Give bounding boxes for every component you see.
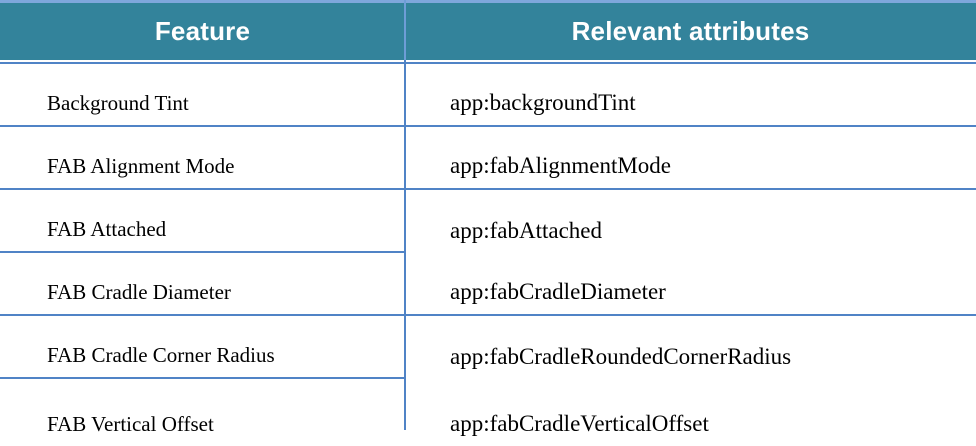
feature-cell: FAB Cradle Corner Radius <box>0 316 405 379</box>
table-header-row: Feature Relevant attributes <box>0 0 976 60</box>
header-attributes-label: Relevant attributes <box>571 16 810 46</box>
feature-cell: FAB Attached <box>0 190 405 253</box>
header-cell-feature: Feature <box>0 3 405 60</box>
table-row: FAB Alignment Mode app:fabAlignmentMode <box>0 127 976 190</box>
attribute-cell: app:fabCradleVerticalOffset <box>405 379 976 446</box>
attribute-cell: app:fabAttached <box>405 190 976 253</box>
feature-text: Background Tint <box>47 91 189 115</box>
feature-cell: FAB Alignment Mode <box>0 127 405 190</box>
header-bottom-rule <box>0 62 976 64</box>
attribute-cell: app:fabCradleRoundedCornerRadius <box>405 316 976 379</box>
attribute-text: app:fabAlignmentMode <box>450 153 672 178</box>
feature-cell: FAB Vertical Offset <box>0 379 405 446</box>
attribute-cell: app:fabCradleDiameter <box>405 253 976 316</box>
feature-text: FAB Alignment Mode <box>47 154 235 178</box>
feature-text: FAB Vertical Offset <box>47 412 214 436</box>
attribute-text: app:fabCradleRoundedCornerRadius <box>450 344 792 369</box>
table-row: FAB Attached app:fabAttached <box>0 190 976 253</box>
feature-text: FAB Cradle Corner Radius <box>47 343 275 367</box>
table-row: FAB Cradle Corner Radius app:fabCradleRo… <box>0 316 976 379</box>
header-cell-attributes: Relevant attributes <box>405 3 976 60</box>
attribute-text: app:fabCradleDiameter <box>450 279 666 304</box>
column-divider-header-segment <box>404 0 406 60</box>
feature-cell: FAB Cradle Diameter <box>0 253 405 316</box>
header-feature-label: Feature <box>154 16 251 46</box>
table-row: FAB Cradle Diameter app:fabCradleDiamete… <box>0 253 976 316</box>
attribute-cell: app:fabAlignmentMode <box>405 127 976 190</box>
attribute-cell: app:backgroundTint <box>405 64 976 127</box>
feature-cell: Background Tint <box>0 64 405 127</box>
attribute-text: app:fabCradleVerticalOffset <box>450 411 709 436</box>
feature-text: FAB Cradle Diameter <box>47 280 231 304</box>
table-row: FAB Vertical Offset app:fabCradleVertica… <box>0 379 976 446</box>
column-divider-body-segment <box>404 60 406 430</box>
attribute-text: app:backgroundTint <box>450 90 636 115</box>
attribute-text: app:fabAttached <box>450 218 602 243</box>
feature-text: FAB Attached <box>47 217 167 241</box>
table-row: Background Tint app:backgroundTint <box>0 64 976 127</box>
